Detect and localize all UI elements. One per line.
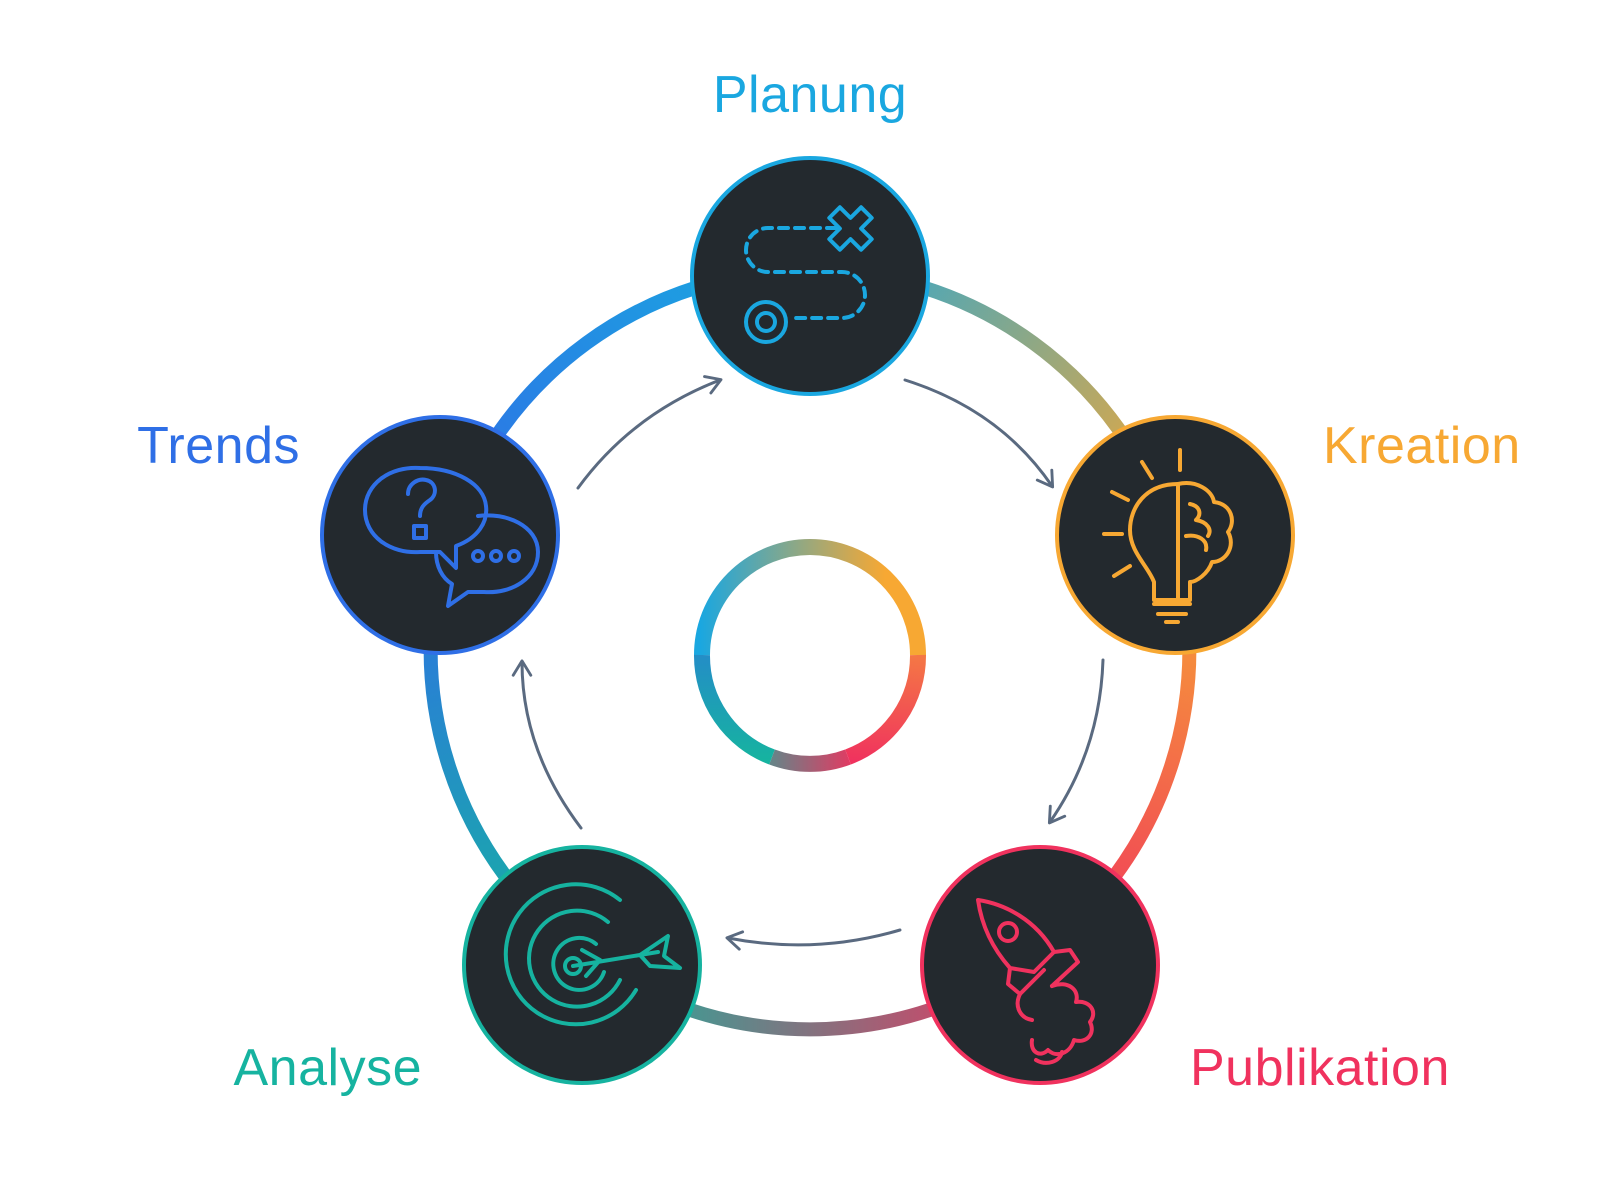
stage-label-trends: Trends (137, 417, 300, 475)
arrow-kreation-to-publikation (1047, 658, 1105, 825)
arrow-analyse-to-trends (511, 659, 583, 830)
node-trends (320, 415, 560, 655)
center-ring-left (693, 654, 775, 765)
treasure-map-route-icon (744, 205, 874, 344)
stage-label-kreation: Kreation (1323, 417, 1521, 475)
speech-bubbles-question-icon (363, 465, 540, 608)
flow-arrows (511, 375, 1105, 951)
node-kreation (1055, 415, 1295, 655)
center-ring-bottom (769, 749, 851, 772)
stage-label-analyse: Analyse (234, 1039, 423, 1097)
arrow-planung-to-kreation (903, 378, 1055, 489)
lightbulb-brain-icon (1102, 448, 1234, 624)
node-analyse (462, 845, 702, 1085)
target-dart-icon (503, 882, 682, 1027)
rocket-launch-icon (976, 898, 1096, 1065)
arrow-publikation-to-analyse (725, 928, 902, 951)
stage-label-publikation: Publikation (1190, 1039, 1450, 1097)
stage-label-planung: Planung (713, 66, 907, 124)
center-ring-top (694, 539, 926, 656)
node-publikation (920, 845, 1160, 1085)
center-ring (693, 539, 927, 772)
arrow-trends-to-planung (576, 375, 723, 490)
center-ring-right (845, 654, 927, 765)
node-planung (690, 156, 930, 396)
